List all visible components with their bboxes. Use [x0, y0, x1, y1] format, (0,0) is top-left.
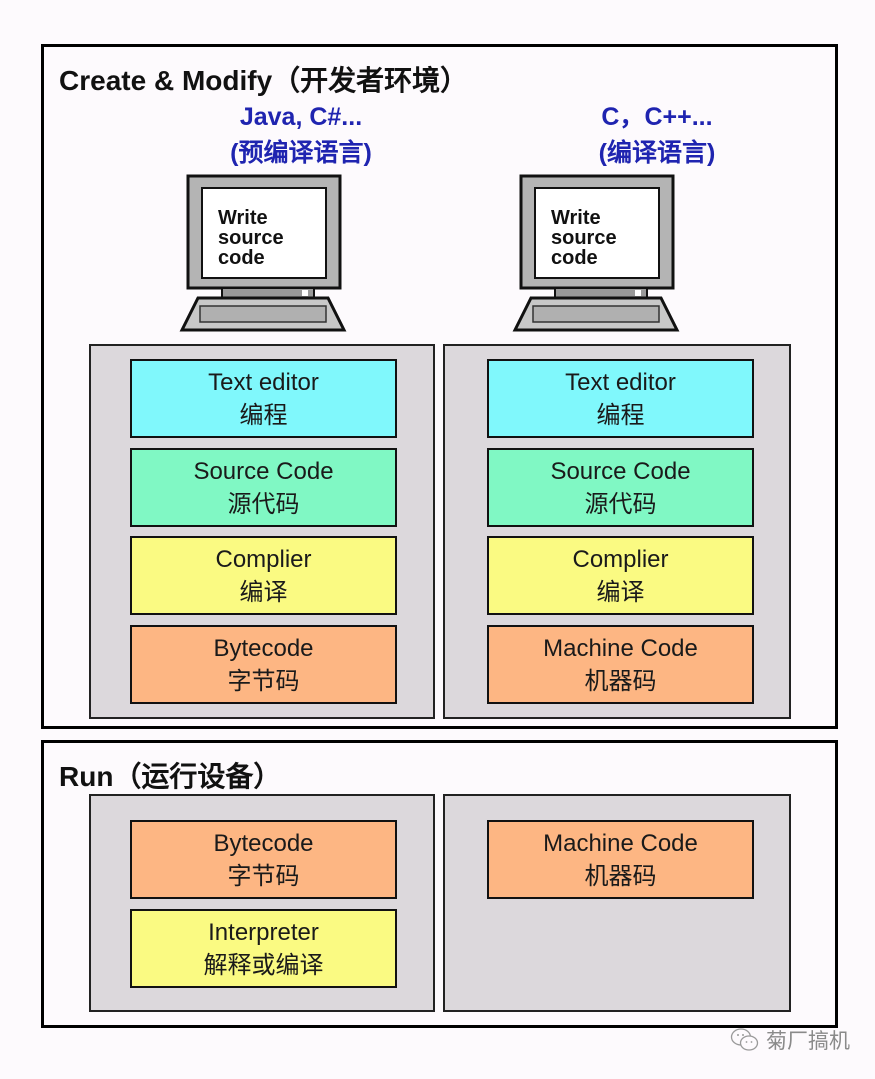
wechat-icon: [730, 1028, 759, 1051]
lang-label-java: Java, C#... (预编译语言): [191, 99, 411, 171]
lang-label-c: C，C++... (编译语言): [547, 99, 767, 171]
machine-code-block: Machine Code 机器码: [487, 820, 754, 899]
block-label-zh: 编程: [239, 401, 288, 429]
block-label-en: Machine Code: [543, 829, 698, 857]
run-section-title: Run（运行设备）: [59, 761, 282, 792]
screen-text-line-2: source: [218, 227, 284, 249]
block-label-en: Complier: [215, 545, 312, 573]
block-label-zh: 字节码: [227, 667, 300, 695]
create-section-title: Create & Modify（开发者环境）: [59, 65, 469, 96]
computer-icon: Write source code: [512, 174, 680, 332]
block-label-en: Source Code: [550, 457, 691, 485]
watermark-text: 菊厂搞机: [766, 1030, 850, 1053]
screen-text-line-3: code: [551, 247, 598, 269]
block-label-zh: 源代码: [584, 490, 657, 518]
block-label-en: Source Code: [193, 457, 334, 485]
lang-names: Java, C#...: [239, 103, 363, 131]
source-code-block: Source Code 源代码: [487, 448, 754, 527]
java-run-panel: Bytecode 字节码 Interpreter 解释或编译: [89, 794, 435, 1012]
screen-text-line-3: code: [218, 247, 265, 269]
block-label-en: Text editor: [565, 368, 676, 396]
block-label-zh: 解释或编译: [203, 951, 324, 979]
block-label-zh: 编译: [596, 578, 645, 606]
block-label-zh: 机器码: [584, 667, 657, 695]
lang-names: C，C++...: [601, 103, 713, 131]
block-label-en: Text editor: [208, 368, 319, 396]
block-label-zh: 字节码: [227, 862, 300, 890]
bytecode-block: Bytecode 字节码: [130, 820, 397, 899]
screen-text-line-1: Write: [218, 207, 268, 229]
block-label-en: Bytecode: [213, 829, 314, 857]
screen-text-line-1: Write: [551, 207, 601, 229]
lang-type: (编译语言): [598, 139, 716, 167]
computer-icon: Write source code: [179, 174, 347, 332]
compiler-block: Complier 编译: [487, 536, 754, 615]
compiler-block: Complier 编译: [130, 536, 397, 615]
block-label-zh: 编译: [239, 578, 288, 606]
block-label-en: Interpreter: [208, 918, 319, 946]
bytecode-block: Bytecode 字节码: [130, 625, 397, 704]
source-code-block: Source Code 源代码: [130, 448, 397, 527]
lang-type: (预编译语言): [230, 139, 372, 167]
block-label-en: Complier: [572, 545, 669, 573]
machine-code-block: Machine Code 机器码: [487, 625, 754, 704]
interpreter-block: Interpreter 解释或编译: [130, 909, 397, 988]
text-editor-block: Text editor 编程: [130, 359, 397, 438]
watermark: 菊厂搞机: [730, 1025, 850, 1055]
create-modify-section: Create & Modify（开发者环境） Java, C#... (预编译语…: [41, 44, 838, 729]
block-label-zh: 编程: [596, 401, 645, 429]
c-run-panel: Machine Code 机器码: [443, 794, 791, 1012]
text-editor-block: Text editor 编程: [487, 359, 754, 438]
block-label-en: Machine Code: [543, 634, 698, 662]
block-label-zh: 源代码: [227, 490, 300, 518]
java-build-panel: Text editor 编程 Source Code 源代码 Complier …: [89, 344, 435, 719]
c-build-panel: Text editor 编程 Source Code 源代码 Complier …: [443, 344, 791, 719]
block-label-en: Bytecode: [213, 634, 314, 662]
screen-text-line-2: source: [551, 227, 617, 249]
block-label-zh: 机器码: [584, 862, 657, 890]
run-section: Run（运行设备） Bytecode 字节码 Interpreter 解释或编译…: [41, 740, 838, 1028]
